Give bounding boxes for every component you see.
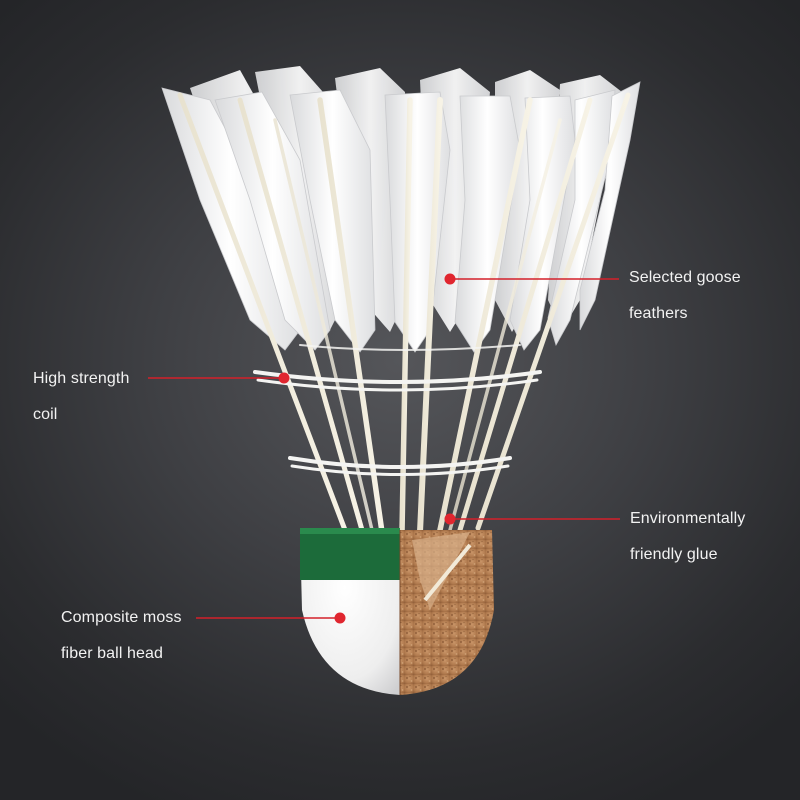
marker-dot-coil: [278, 372, 290, 384]
callout-glue: Environmentally friendly glue: [630, 501, 745, 573]
callout-feathers-line1: Selected goose: [629, 269, 741, 286]
callout-head: Composite moss fiber ball head: [61, 600, 182, 672]
marker-dot-feathers: [444, 273, 456, 285]
callout-head-line2: fiber ball head: [61, 645, 164, 662]
marker-dot-head: [334, 612, 346, 624]
callout-head-line1: Composite moss: [61, 609, 182, 626]
callout-feathers-line2: feathers: [629, 305, 688, 322]
marker-dot-glue: [444, 513, 456, 525]
callout-feathers: Selected goose feathers: [629, 260, 741, 332]
ball-head: [300, 528, 494, 695]
callout-leaders: [148, 273, 620, 624]
callout-coil: High strength coil: [33, 361, 129, 433]
callout-glue-line2: friendly glue: [630, 546, 718, 563]
callout-coil-line2: coil: [33, 406, 58, 423]
callout-glue-line1: Environmentally: [630, 510, 746, 527]
callout-coil-line1: High strength: [33, 370, 130, 387]
feather-shafts: [177, 92, 631, 535]
coil-threads: [253, 344, 542, 476]
